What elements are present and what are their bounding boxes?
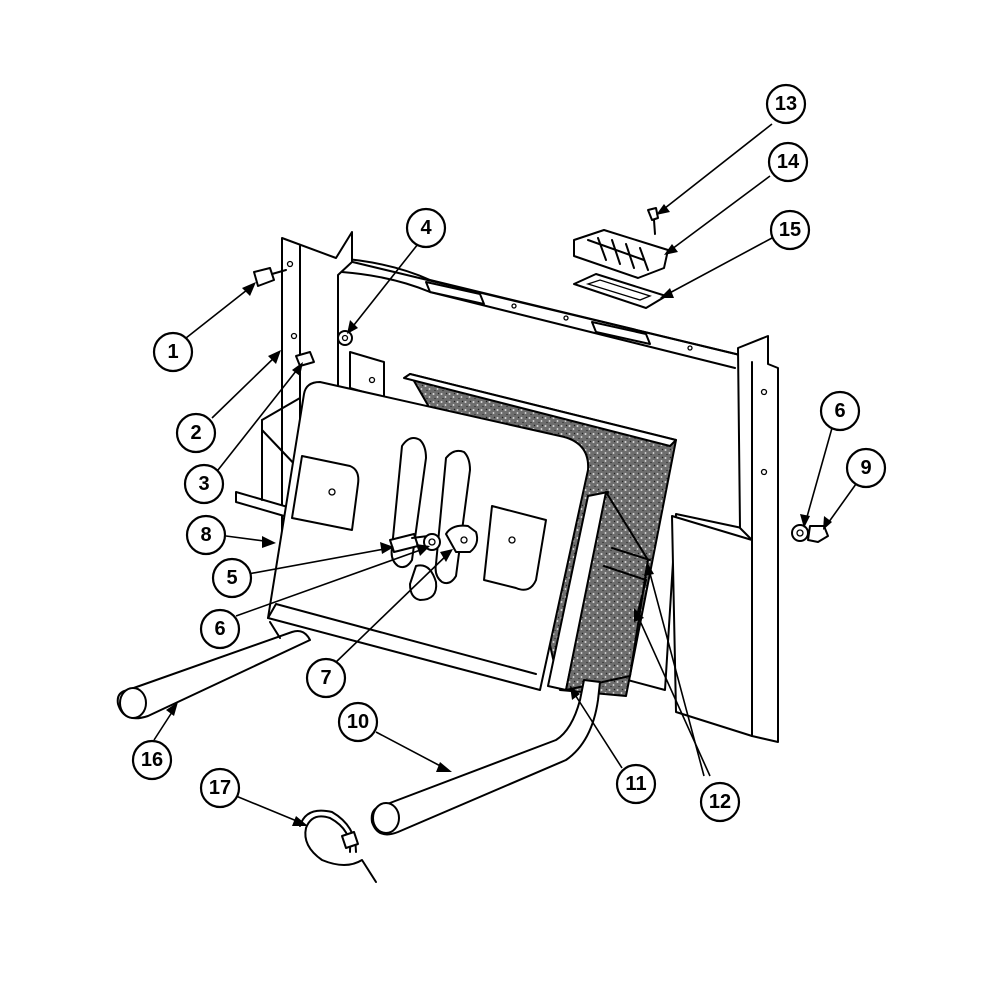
callout-label: 12 xyxy=(709,791,731,813)
callout-8: 8 xyxy=(185,514,227,556)
callout-5: 5 xyxy=(211,557,253,599)
callout-6-left: 6 xyxy=(199,608,241,650)
callout-label: 6 xyxy=(834,400,845,422)
callout-12: 12 xyxy=(699,781,741,823)
callout-label: 4 xyxy=(420,217,432,239)
leader-lines xyxy=(153,123,857,826)
callout-label: 1 xyxy=(167,341,178,363)
callout-label: 10 xyxy=(347,711,369,733)
callout-label: 17 xyxy=(209,777,231,799)
callout-14: 14 xyxy=(767,141,809,183)
callout-11: 11 xyxy=(615,763,657,805)
callout-2: 2 xyxy=(175,412,217,454)
callout-label: 6 xyxy=(214,618,225,640)
callout-16: 16 xyxy=(131,739,173,781)
callout-label: 3 xyxy=(198,473,209,495)
hardware xyxy=(253,207,829,553)
callout-label: 11 xyxy=(625,773,646,795)
callout-label: 15 xyxy=(779,219,801,241)
callout-3: 3 xyxy=(183,463,225,505)
callout-label: 7 xyxy=(320,667,331,689)
strap xyxy=(299,809,377,883)
callout-15: 15 xyxy=(769,209,811,251)
tubes xyxy=(116,621,601,836)
callout-4: 4 xyxy=(405,207,447,249)
callout-9: 9 xyxy=(845,447,887,489)
callout-label: 9 xyxy=(860,457,871,479)
callout-13: 13 xyxy=(765,83,807,125)
callout-6-right: 6 xyxy=(819,390,861,432)
callout-label: 16 xyxy=(141,749,163,771)
callout-label: 2 xyxy=(190,422,201,444)
callout-7: 7 xyxy=(305,657,347,699)
callout-1: 1 xyxy=(152,331,194,373)
callout-10: 10 xyxy=(337,701,379,743)
callout-label: 13 xyxy=(775,93,797,115)
callout-label: 8 xyxy=(200,524,211,546)
callout-17: 17 xyxy=(199,767,241,809)
callout-label: 14 xyxy=(777,151,800,173)
callout-label: 5 xyxy=(226,567,237,589)
